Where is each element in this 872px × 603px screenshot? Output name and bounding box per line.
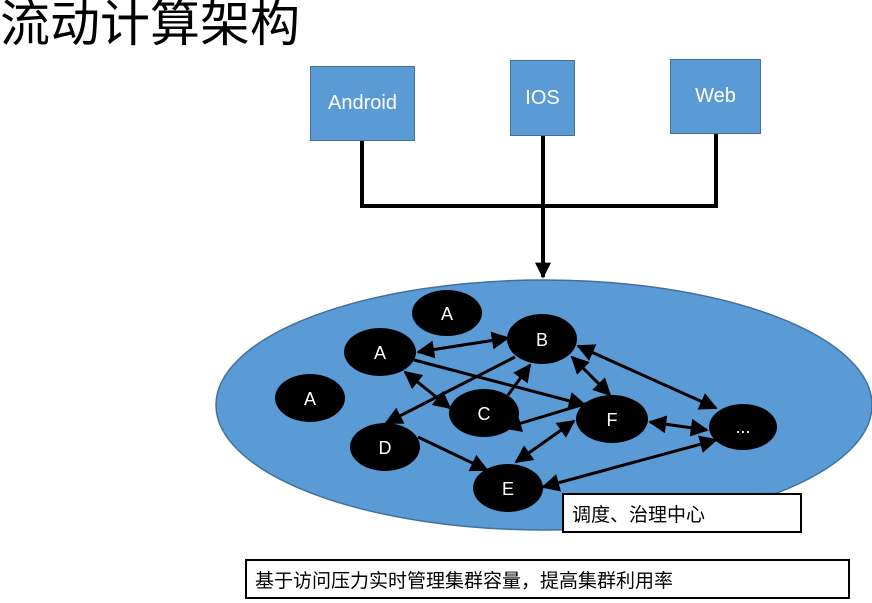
client-label: Web: [695, 85, 736, 107]
footer-note: 基于访问压力实时管理集群容量，提高集群利用率: [245, 559, 850, 599]
page-title: 流动计算架构: [0, 0, 300, 53]
node-label: A: [441, 304, 453, 324]
node-label: A: [374, 343, 386, 363]
edge-b-d: [384, 355, 516, 425]
client-label: Android: [328, 92, 397, 114]
edge-a-c: [403, 370, 452, 410]
node-label: ...: [735, 417, 750, 437]
connector-lines: [360, 134, 718, 208]
client-ios: IOS: [510, 60, 575, 136]
edge-f-more: [648, 415, 709, 437]
node-a-mid: A: [344, 328, 416, 376]
node-label: A: [304, 389, 316, 409]
node-c: C: [449, 389, 519, 437]
cluster-edges: [384, 331, 718, 492]
client-android: Android: [310, 66, 415, 141]
client-label: IOS: [525, 86, 560, 109]
edge-b-c: [506, 363, 532, 396]
node-label: B: [536, 330, 548, 350]
node-label: C: [478, 404, 491, 424]
node-label: D: [379, 438, 392, 458]
scheduling-center-label: 调度、治理中心: [562, 493, 802, 533]
edge-b-more: [576, 344, 718, 410]
edge-a-b: [416, 331, 510, 359]
edge-d-e: [417, 435, 489, 472]
node-b: B: [507, 314, 577, 364]
edge-e-more: [541, 435, 718, 492]
edge-a-f: [413, 358, 587, 410]
client-web: Web: [670, 59, 761, 134]
node-f: F: [576, 395, 648, 443]
node-a-top: A: [412, 290, 482, 336]
node-label: E: [502, 479, 514, 499]
node-label: F: [607, 410, 618, 430]
node-d: D: [350, 423, 420, 471]
node-more: ...: [709, 404, 777, 450]
node-a-left: A: [275, 374, 345, 422]
node-e: E: [473, 464, 543, 512]
